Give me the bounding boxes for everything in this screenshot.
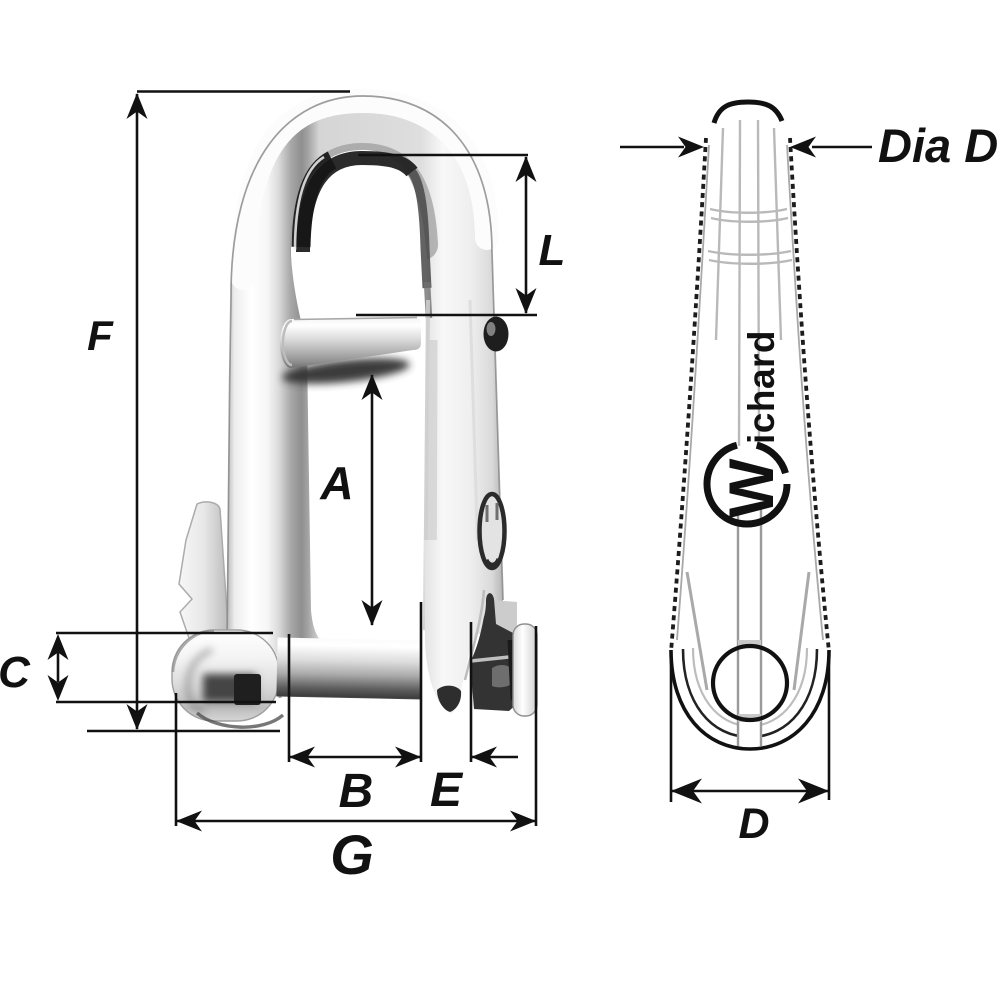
svg-text:L: L xyxy=(539,226,566,275)
svg-text:ichard: ichard xyxy=(741,330,782,444)
svg-text:Dia D: Dia D xyxy=(878,119,998,172)
svg-text:D: D xyxy=(738,800,769,848)
svg-text:C: C xyxy=(0,648,31,697)
svg-text:B: B xyxy=(339,765,374,818)
svg-text:G: G xyxy=(330,823,374,886)
svg-text:W: W xyxy=(717,458,787,518)
svg-text:F: F xyxy=(87,312,114,359)
svg-text:A: A xyxy=(319,457,353,509)
svg-text:E: E xyxy=(430,764,464,817)
